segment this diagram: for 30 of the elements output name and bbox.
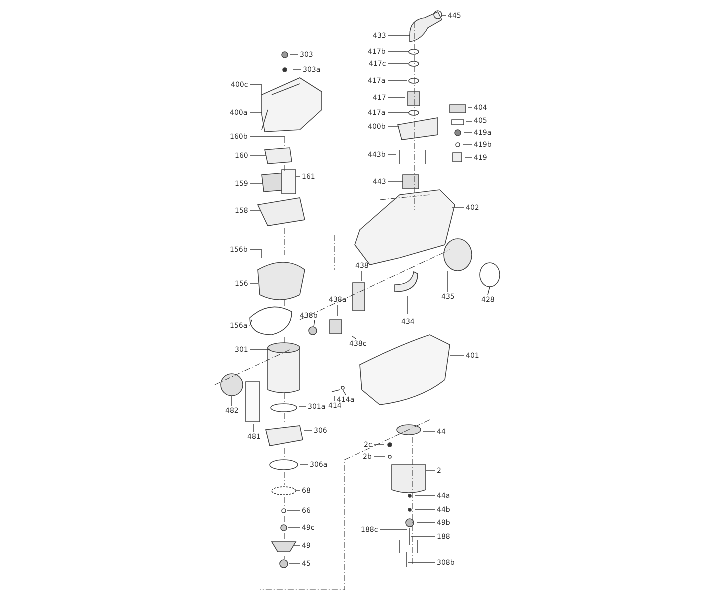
leader-line — [334, 396, 336, 402]
leader-line — [342, 390, 346, 396]
leader-line — [304, 430, 312, 432]
leader-line — [488, 286, 490, 296]
leader-line — [416, 522, 436, 524]
leader-line — [296, 176, 300, 178]
leader-line — [464, 132, 472, 134]
leader-line — [374, 444, 384, 446]
leader-line — [250, 320, 252, 326]
leader-line — [314, 320, 316, 328]
leader-line — [410, 536, 436, 538]
leader-line — [250, 112, 262, 114]
leader-line — [296, 490, 300, 492]
leader-line — [388, 154, 396, 156]
leader-line — [250, 84, 262, 96]
leader-line — [462, 144, 472, 146]
leader-line — [388, 80, 408, 82]
leader-line — [408, 562, 436, 564]
leader-line — [388, 126, 400, 128]
leader-line — [300, 464, 308, 466]
leader-line — [374, 456, 386, 458]
leader-line — [286, 510, 300, 512]
leader-line — [352, 336, 356, 340]
leader-line — [388, 112, 410, 114]
leader-line — [250, 210, 260, 212]
leader-line — [250, 136, 286, 138]
leader-line — [298, 406, 306, 408]
leader-line — [250, 250, 262, 258]
leader-line — [426, 470, 436, 472]
leader-line — [290, 54, 298, 56]
